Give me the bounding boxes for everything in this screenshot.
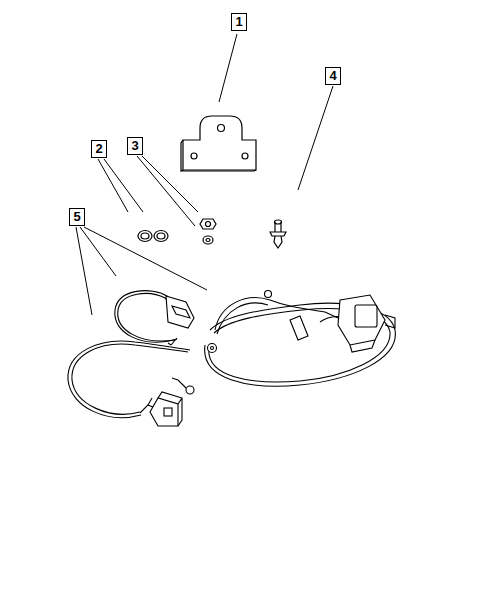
callout-number: 2 bbox=[91, 140, 107, 158]
callout-number: 1 bbox=[231, 13, 247, 31]
callout-number: 5 bbox=[69, 208, 85, 226]
leader-lines bbox=[76, 34, 333, 315]
wiring-harnesses bbox=[68, 291, 395, 427]
nut-and-washer bbox=[200, 219, 216, 244]
washers bbox=[138, 231, 168, 242]
push-clip bbox=[270, 220, 286, 248]
callout-number: 4 bbox=[325, 67, 341, 85]
callout-number: 3 bbox=[127, 137, 143, 155]
bracket bbox=[181, 116, 256, 171]
